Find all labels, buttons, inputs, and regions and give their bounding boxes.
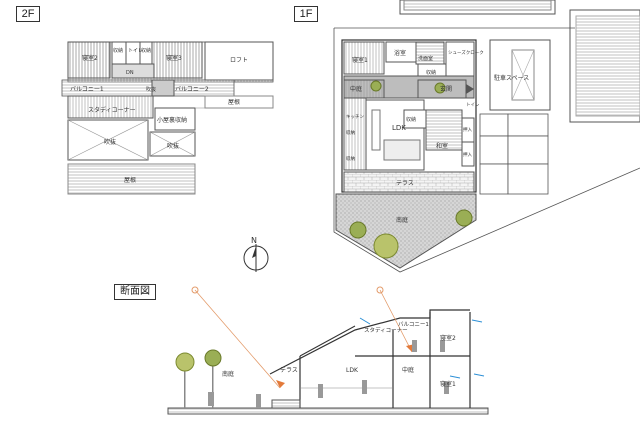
label-entrance-1f: 玄関 xyxy=(440,85,452,93)
label-closet1-1f: 押入 xyxy=(463,126,472,133)
label-storage-k-1f: 収納 xyxy=(346,129,355,136)
label-storage-a-2f: 収納 xyxy=(113,47,123,54)
plan-2f xyxy=(61,41,274,195)
label-dn-2f: DN xyxy=(126,70,134,76)
label-attic-2f: 小屋裏収納 xyxy=(157,116,187,124)
label-south-garden-section: 南庭 xyxy=(222,370,234,378)
north-label: N xyxy=(251,236,257,245)
label-courtyard-1f: 中庭 xyxy=(350,85,362,93)
label-parking-1f: 駐車スペース xyxy=(494,74,529,82)
label-terrace-section: テラス xyxy=(280,367,298,374)
label-tatami-1f: 和室 xyxy=(436,142,448,150)
label-storage-mid-1f: 収納 xyxy=(406,116,416,123)
label-loft-2f: ロフト xyxy=(230,57,248,64)
label-storage-low-1f: 収納 xyxy=(346,155,355,162)
label-balcony1-2f: バルコニー1 xyxy=(70,86,104,93)
label-toilet-2f: トイレ xyxy=(128,48,143,54)
label-storage-top-1f: 収納 xyxy=(426,69,436,76)
label-washroom-1f: 洗面室 xyxy=(418,55,433,62)
label-void-left-2f: 吹抜 xyxy=(104,138,116,146)
label-balcony1-section: バルコニー1 xyxy=(398,321,429,328)
label-ldk-1f: LDK xyxy=(392,124,406,132)
label-south-garden-1f: 南庭 xyxy=(396,216,408,224)
label-void-mid-2f: 吹抜 xyxy=(167,142,179,150)
label-bed1-section: 寝室1 xyxy=(440,380,456,388)
label-ldk-section: LDK xyxy=(346,367,359,374)
label-void-top-2f: 吹抜 xyxy=(146,86,156,93)
label-roof-right-2f: 屋根 xyxy=(228,98,240,106)
tag-1f: 1F xyxy=(294,6,318,22)
label-study-2f: スタディコーナー xyxy=(88,106,136,114)
north-arrow xyxy=(243,244,269,272)
section-drawing xyxy=(167,286,489,415)
label-bed2-2f: 寝室2 xyxy=(82,54,98,62)
label-bed2-section: 寝室2 xyxy=(440,334,456,342)
label-study-section: スタディコーナー xyxy=(364,326,408,334)
label-balcony2-2f: バルコニー2 xyxy=(175,86,209,93)
tag-2f: 2F xyxy=(16,6,40,22)
label-kitchen-1f: キッチン xyxy=(346,114,364,120)
label-roof-bottom-2f: 屋根 xyxy=(124,176,136,184)
label-terrace-1f: テラス xyxy=(396,180,414,187)
label-bed1-1f: 寝室1 xyxy=(352,56,368,64)
label-storage-b-2f: 収納 xyxy=(141,47,151,54)
label-bath-1f: 浴室 xyxy=(394,49,406,57)
label-bed3-2f: 寝室3 xyxy=(166,54,182,62)
label-closet2-1f: 押入 xyxy=(463,151,472,158)
label-toilet-1f: トイレ xyxy=(466,103,480,108)
plan-1f xyxy=(333,0,640,273)
label-courtyard-section: 中庭 xyxy=(402,366,414,374)
label-shoes-1f: シューズクローク xyxy=(448,49,484,56)
tag-section: 断面図 xyxy=(114,284,156,300)
